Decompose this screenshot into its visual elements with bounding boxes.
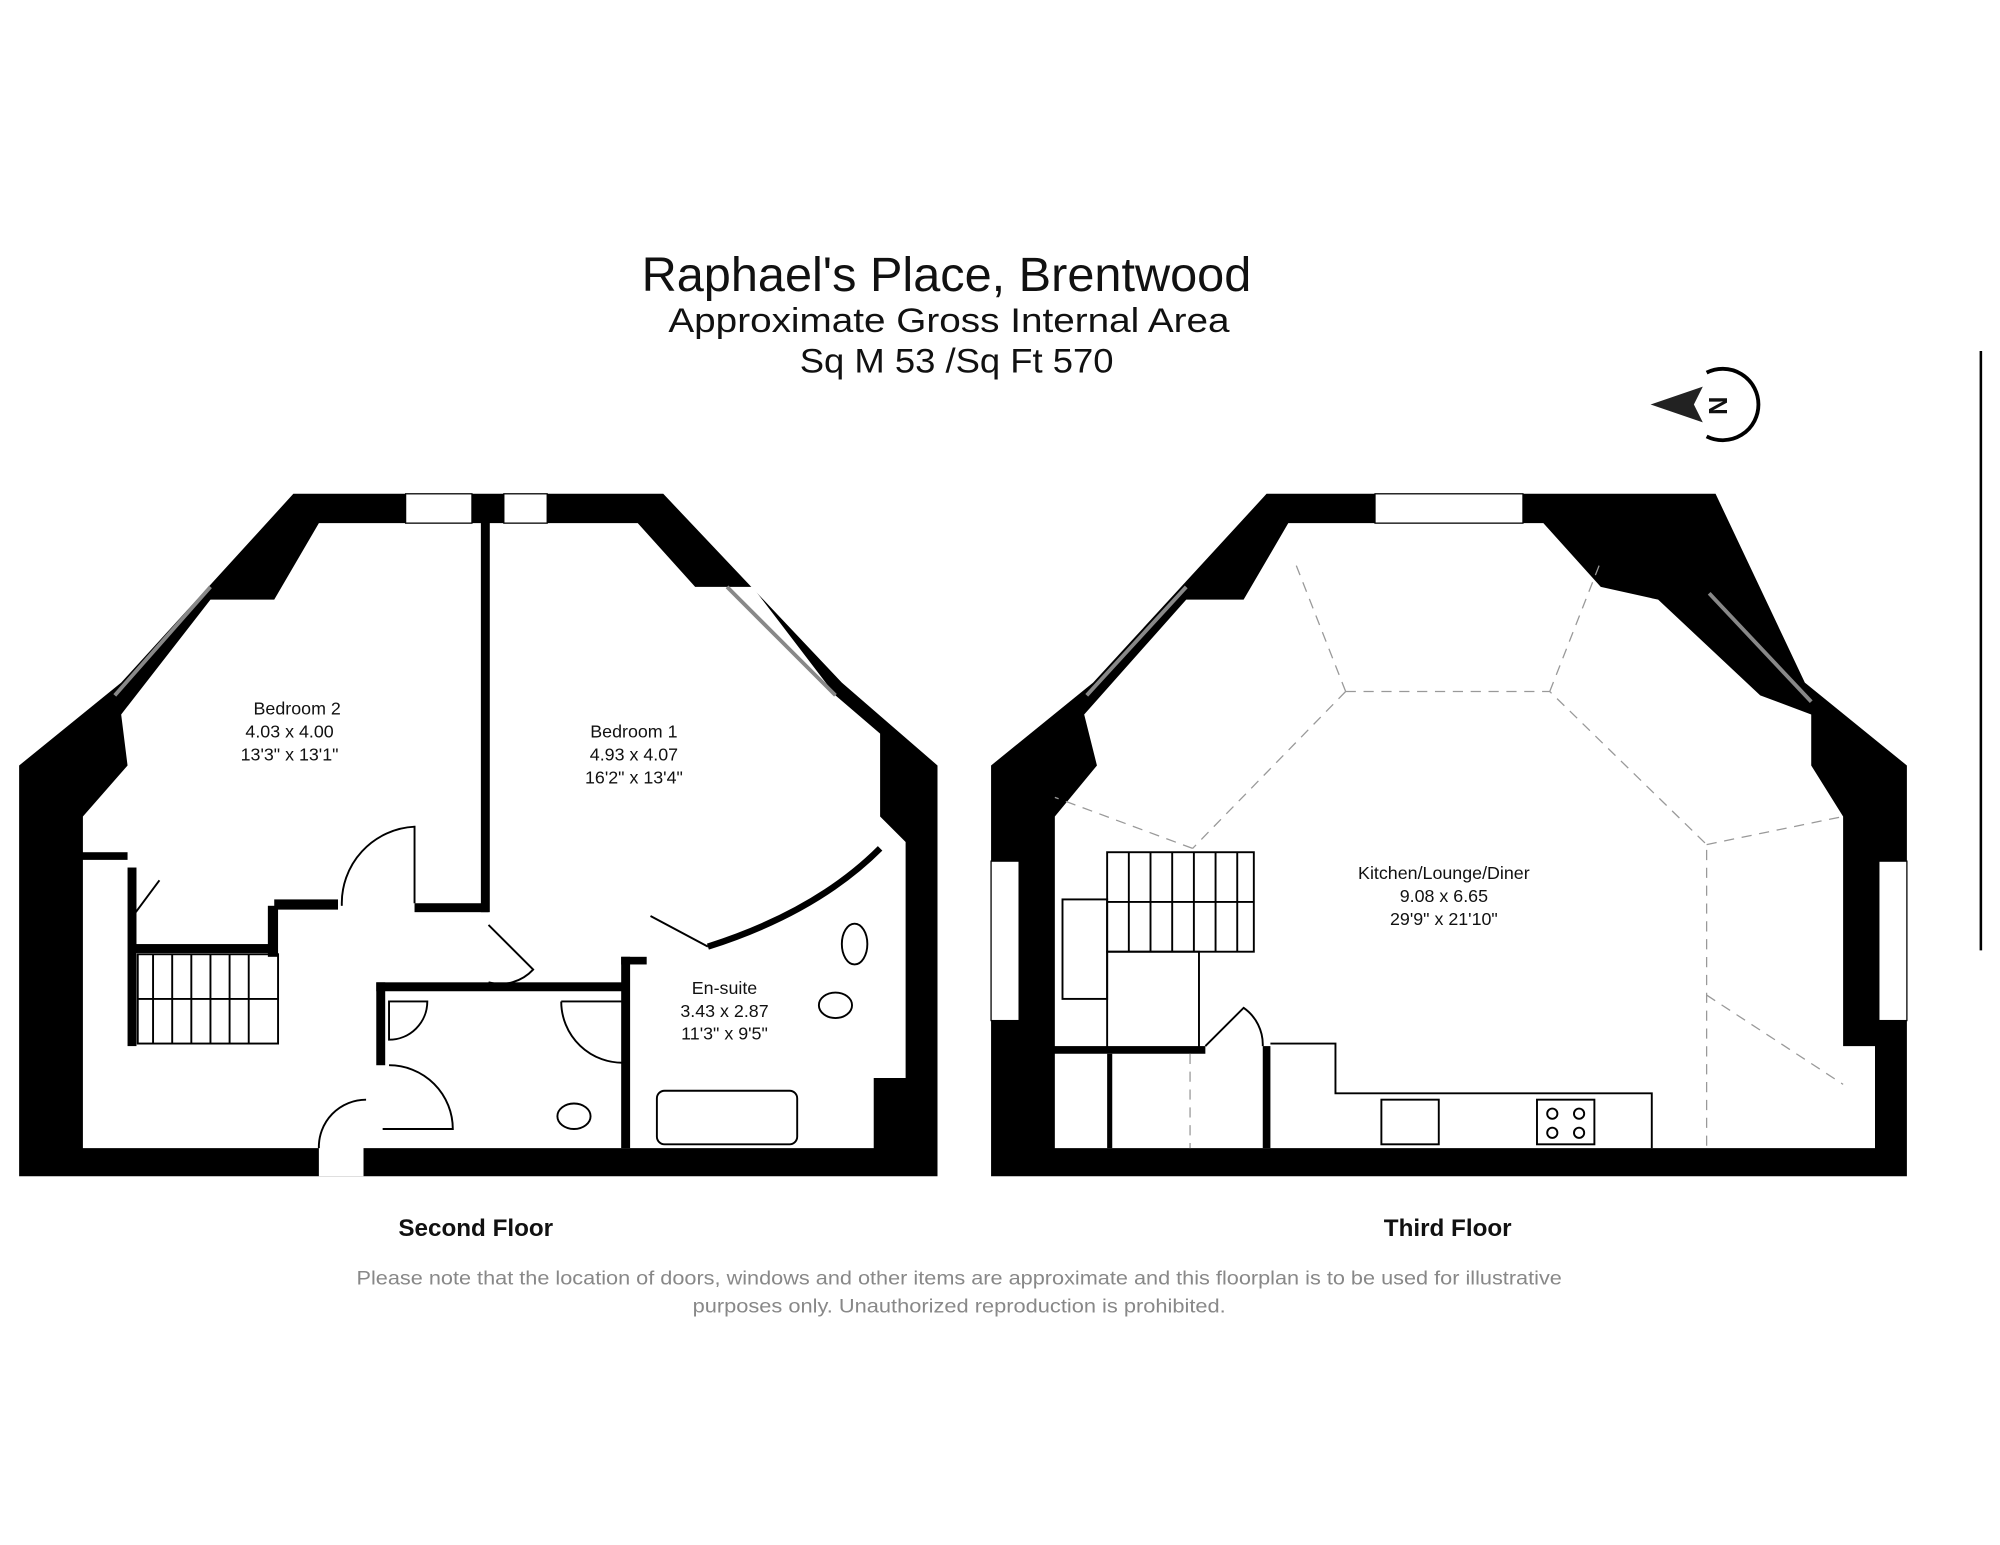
area-subtitle: Approximate Gross Internal Area: [668, 302, 1230, 340]
room-metric: 3.43 x 2.87: [680, 1001, 768, 1021]
room-metric: 9.08 x 6.65: [1400, 886, 1488, 906]
room-name: Bedroom 1: [590, 721, 677, 741]
third-floor-plan: Kitchen/Lounge/Diner 9.08 x 6.65 29'9" x…: [990, 493, 1908, 1177]
room-bedroom-1: Bedroom 1 4.93 x 4.07 16'2" x 13'4": [585, 721, 683, 787]
disclaimer-line-2: purposes only. Unauthorized reproduction…: [693, 1297, 1226, 1318]
room-kitchen-lounge-diner: Kitchen/Lounge/Diner 9.08 x 6.65 29'9" x…: [1358, 863, 1530, 929]
room-metric: 4.93 x 4.07: [590, 744, 678, 764]
room-name: Bedroom 2: [254, 698, 341, 718]
room-en-suite: En-suite 3.43 x 2.87 11'3" x 9'5": [680, 978, 768, 1044]
header: Raphael's Place, Brentwood Approximate G…: [642, 248, 1252, 381]
second-floor-plan: Bedroom 2 4.03 x 4.00 13'3" x 13'1" Bedr…: [19, 493, 938, 1177]
page-title: Raphael's Place, Brentwood: [642, 248, 1252, 302]
room-imperial: 13'3" x 13'1": [241, 744, 339, 764]
floor-label-third: Third Floor: [1384, 1215, 1512, 1242]
room-name: Kitchen/Lounge/Diner: [1358, 863, 1530, 883]
room-metric: 4.03 x 4.00: [245, 721, 333, 741]
room-imperial: 29'9" x 21'10": [1390, 909, 1498, 929]
room-imperial: 16'2" x 13'4": [585, 767, 683, 787]
compass-icon: N: [1650, 366, 1761, 443]
floor-label-second: Second Floor: [398, 1215, 553, 1242]
room-imperial: 11'3" x 9'5": [681, 1024, 768, 1044]
room-name: En-suite: [692, 978, 758, 998]
disclaimer-line-1: Please note that the location of doors, …: [357, 1269, 1562, 1290]
compass-label: N: [1705, 397, 1733, 415]
area-value: Sq M 53 /Sq Ft 570: [800, 343, 1114, 381]
room-bedroom-2: Bedroom 2 4.03 x 4.00 13'3" x 13'1": [241, 698, 341, 764]
staircase: [1061, 851, 1255, 1050]
staircase: [136, 953, 280, 1045]
